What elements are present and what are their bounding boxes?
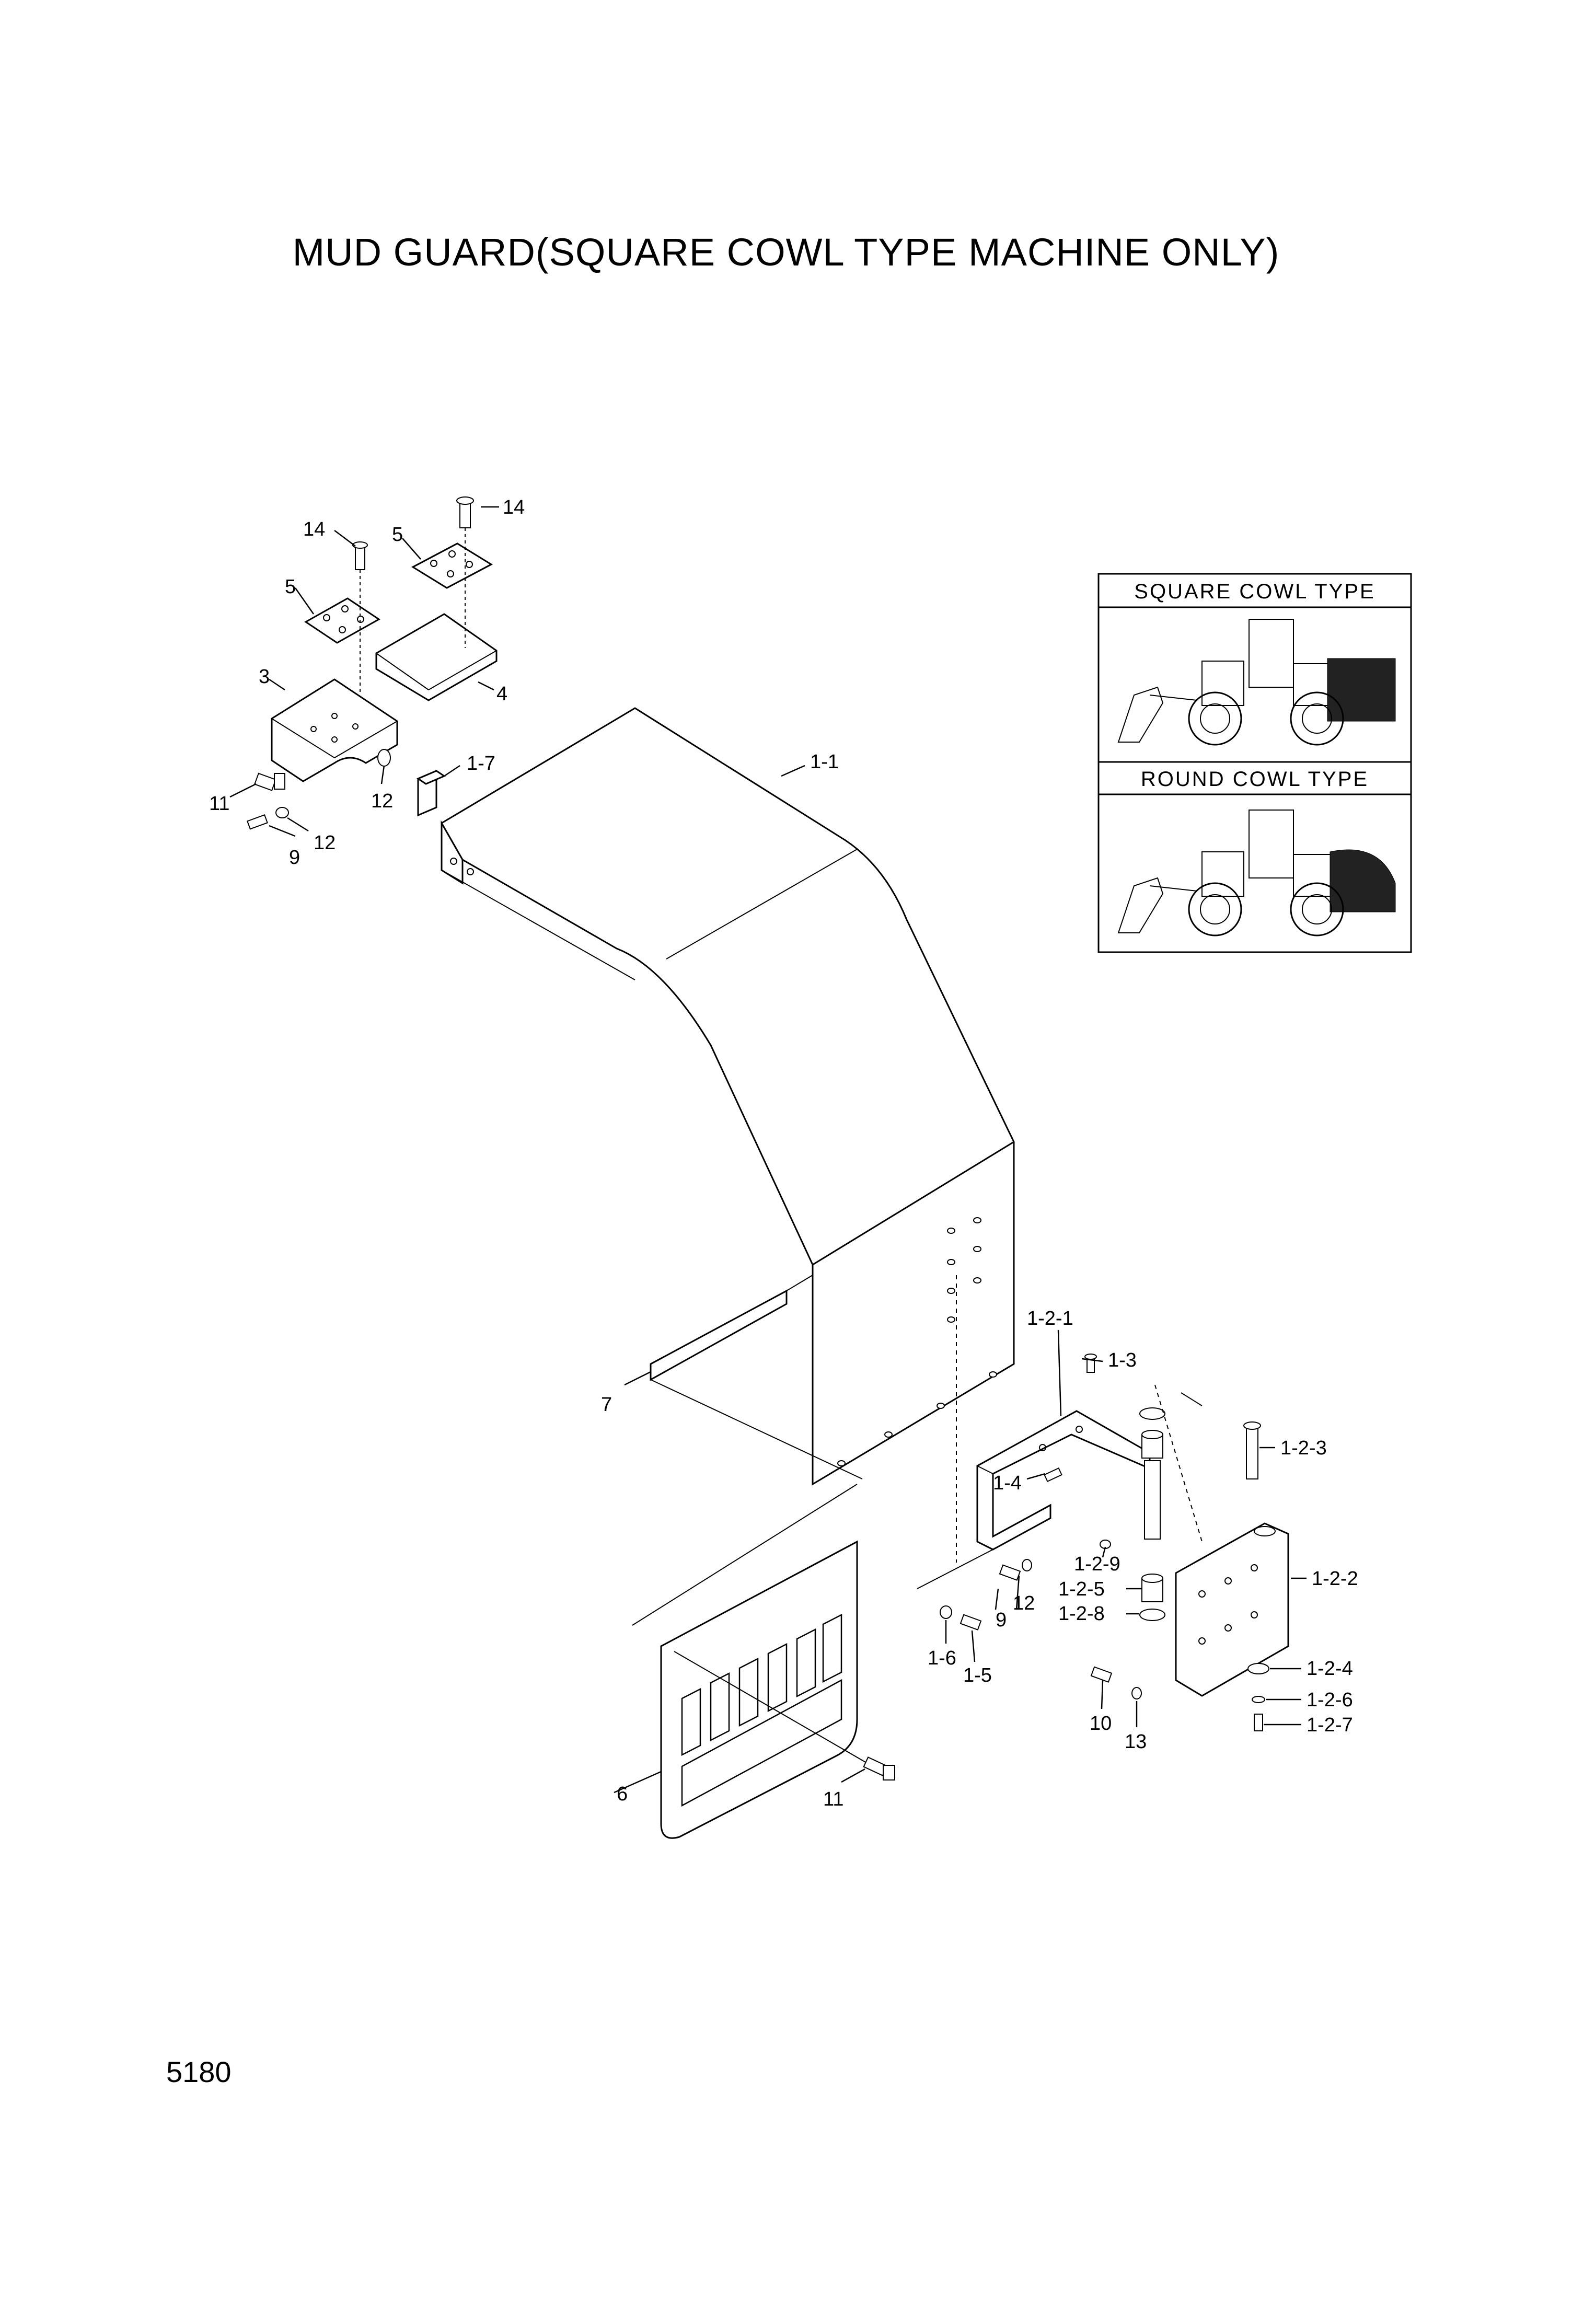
- hardware-bottom-right: [1044, 1354, 1269, 1731]
- bracket-part-3: [271, 678, 398, 782]
- fender-holes: [837, 1217, 997, 1466]
- callout-1-2-8: 1-2-8: [1058, 1603, 1105, 1625]
- callout-1-2-5: 1-2-5: [1058, 1578, 1105, 1600]
- callout-1-6: 1-6: [928, 1647, 956, 1669]
- callout-9a: 9: [289, 847, 300, 869]
- callout-1-7: 1-7: [467, 753, 495, 774]
- leader-lines: [229, 506, 1307, 1794]
- bolt-14a: [456, 496, 474, 648]
- callout-10: 10: [1090, 1713, 1112, 1735]
- callout-5b: 5: [285, 576, 296, 598]
- bolt-11b: [863, 1756, 895, 1780]
- block-part-1-7: [416, 769, 446, 817]
- washer-12b: [275, 807, 289, 818]
- bracket-part-4: [375, 613, 498, 701]
- callout-1-5: 1-5: [963, 1664, 992, 1686]
- callout-3: 3: [259, 666, 270, 688]
- strip-part: [650, 1275, 863, 1479]
- pin-1-2-3: [1243, 1421, 1261, 1479]
- square-cowl-loader-icon: [1117, 619, 1396, 746]
- callout-1-2-3: 1-2-3: [1280, 1437, 1327, 1459]
- plate-part-1-2-2: [1154, 1384, 1289, 1697]
- bushing-parts: [1139, 1407, 1165, 1621]
- callout-5a: 5: [392, 524, 403, 546]
- hinge-bracket-part: [917, 1275, 1151, 1589]
- callout-1-2-2: 1-2-2: [1312, 1568, 1358, 1590]
- nut-12a: [377, 749, 391, 767]
- fender-part: [440, 707, 1015, 1486]
- callout-1-3: 1-3: [1108, 1349, 1137, 1371]
- callout-9b: 9: [996, 1609, 1007, 1631]
- round-cowl-loader-icon: [1117, 810, 1396, 936]
- callout-1-2-1: 1-2-1: [1027, 1308, 1073, 1329]
- callout-11b: 11: [823, 1788, 843, 1810]
- callout-1-2-7: 1-2-7: [1307, 1714, 1353, 1736]
- mud-flap-part: [632, 1484, 873, 1839]
- callout-labels: 14 14 5 5 3 4 11 12 12 9 1-7 1-1 7 1-2-1…: [209, 496, 1358, 1810]
- callout-6: 6: [617, 1783, 628, 1805]
- callout-11a: 11: [209, 793, 229, 815]
- callout-1-2-6: 1-2-6: [1307, 1689, 1353, 1711]
- round-cowl-label: ROUND COWL TYPE: [1141, 768, 1369, 791]
- callout-4: 4: [496, 683, 507, 705]
- callout-12b: 12: [314, 832, 336, 854]
- square-cowl-label: SQUARE COWL TYPE: [1134, 580, 1375, 603]
- bolt-14b: [352, 541, 368, 695]
- callout-14a: 14: [503, 496, 525, 518]
- page-number: 5180: [166, 2055, 232, 2088]
- callout-1-2-4: 1-2-4: [1307, 1658, 1353, 1680]
- bolt-11a: [253, 772, 285, 791]
- callout-13: 13: [1125, 1731, 1147, 1753]
- callout-1-1: 1-1: [810, 751, 839, 773]
- callout-7: 7: [601, 1394, 612, 1416]
- callout-12c: 12: [1013, 1592, 1035, 1614]
- bolt-9a: [247, 814, 268, 830]
- plate-part-5b: [411, 542, 493, 589]
- plate-part-5a: [304, 597, 380, 644]
- callout-12a: 12: [371, 790, 393, 812]
- cowl-type-inset: SQUARE COWL TYPE ROUND COWL TYPE: [1097, 573, 1412, 953]
- callout-1-2-9: 1-2-9: [1074, 1553, 1120, 1575]
- page-title: MUD GUARD(SQUARE COWL TYPE MACHINE ONLY): [292, 230, 1280, 274]
- hardware-bottom-center: [940, 1559, 1142, 1699]
- callout-1-4: 1-4: [993, 1472, 1022, 1494]
- callout-14b: 14: [303, 518, 325, 540]
